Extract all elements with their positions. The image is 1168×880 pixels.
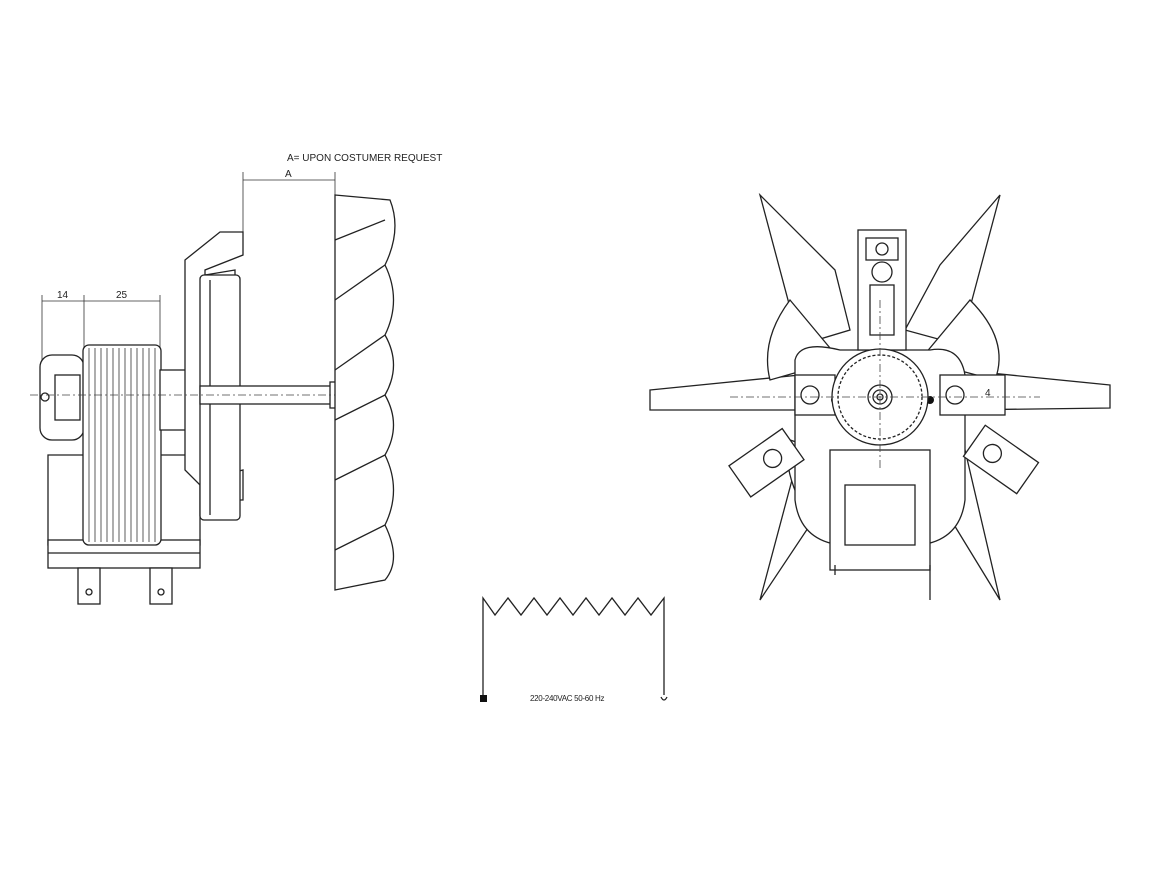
note-upon-request: A= UPON COSTUMER REQUEST (287, 153, 443, 164)
winding-symbol (482, 595, 665, 698)
top-bracket (857, 229, 907, 351)
terminal-open (660, 696, 668, 701)
stator-laminations (82, 344, 162, 546)
terminal-left (77, 567, 101, 605)
bottom-bracket (829, 449, 931, 571)
terminal-block-right (939, 374, 1006, 416)
dimension-a-label: A (285, 169, 292, 180)
dimension-25-label: 25 (116, 290, 128, 301)
terminal-dot (480, 695, 487, 702)
ground-terminal-label: 4 (985, 388, 991, 399)
dimension-14-label: 14 (57, 290, 69, 301)
front-view (649, 192, 1111, 601)
dimension-lines (41, 172, 336, 360)
wiring-schematic (480, 595, 668, 702)
terminal-right (149, 567, 173, 605)
fan-blade-profile (334, 194, 396, 591)
bearing-cap (39, 354, 85, 441)
side-view (30, 172, 396, 605)
voltage-label: 220-240VAC 50-60 Hz (530, 694, 605, 703)
